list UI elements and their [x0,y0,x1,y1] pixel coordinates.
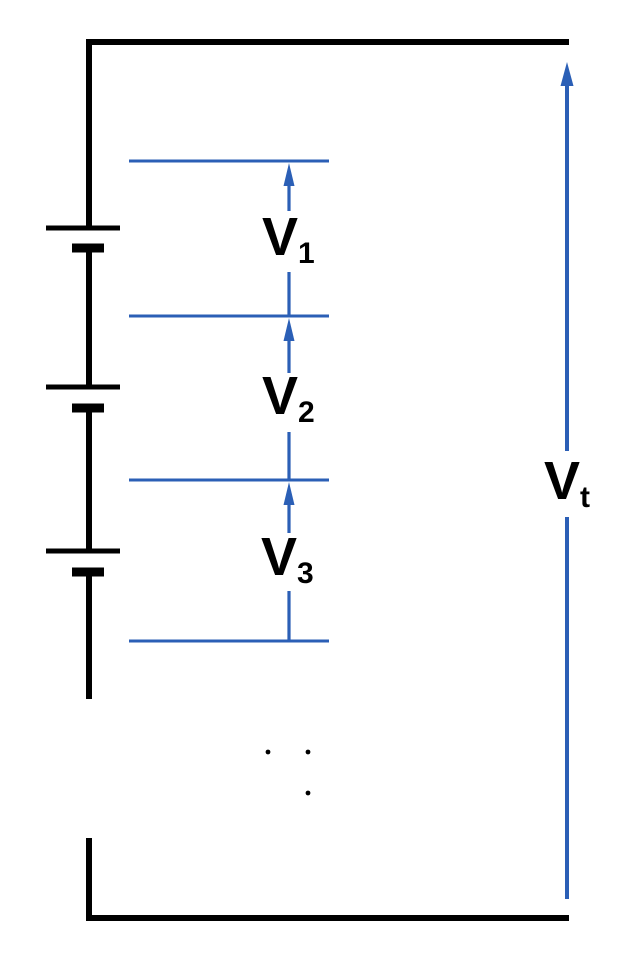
continuation-dots [265,749,311,796]
v3-arrowhead [283,482,295,505]
voltage-label-v3: V3 [261,530,314,601]
continuation-dot-1 [265,749,271,755]
voltage-label-v1: V1 [262,210,315,281]
vt-label-base: V [544,451,581,511]
voltage-label-v2: V2 [262,369,315,440]
continuation-dot-3 [305,790,311,796]
voltage-label-vt: Vt [544,454,590,525]
v2-label-base: V [262,366,299,426]
vt-label-subscript: t [580,481,591,514]
continuation-dot-2 [305,749,311,755]
lower-left-wire-and-bottom-wire [86,838,569,921]
v3-label-base: V [261,527,298,587]
v2-label-subscript: 2 [298,396,315,429]
v2-arrowhead [283,318,295,341]
v3-label-subscript: 3 [297,557,314,590]
top-wire-and-upper-left-wire [86,39,569,228]
v1-arrowhead [283,163,295,186]
voltage-annotations [129,62,574,899]
vt-arrowhead [560,62,574,86]
circuit-wires [46,39,569,921]
v1-label-subscript: 1 [298,237,315,270]
v1-label-base: V [262,207,299,267]
